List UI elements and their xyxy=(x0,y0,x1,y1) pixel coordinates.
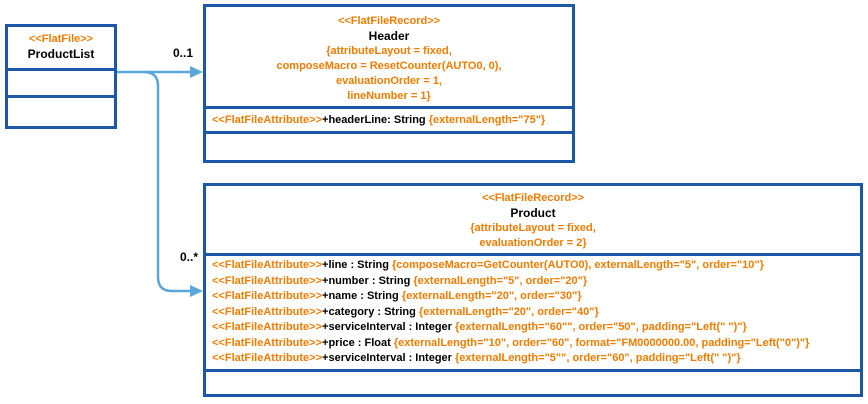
attribute-signature: +category : String xyxy=(322,305,419,318)
multiplicity-product-label: 0..* xyxy=(179,250,198,264)
attribute-properties: {externalLength="60"", order="50", paddi… xyxy=(455,321,747,333)
constraint-line: lineNumber = 1} xyxy=(347,90,431,102)
attribute-signature: +name : String xyxy=(322,290,402,302)
product-title-compartment: <<FlatFileRecord>> Product {attributeLay… xyxy=(206,186,860,253)
productlist-title-compartment: <<FlatFile>> ProductList xyxy=(8,27,114,68)
header-constraints: {attributeLayout = fixed, composeMacro =… xyxy=(206,44,572,104)
attribute-properties: {externalLength="20", order="40"} xyxy=(418,305,599,318)
attribute-properties: {externalLength="10", order="60", format… xyxy=(393,336,810,349)
header-name: Header xyxy=(368,29,410,43)
productlist-attributes-compartment xyxy=(8,68,114,95)
attribute-stereotype: <<FlatFileAttribute>> xyxy=(212,352,323,364)
header-record-box[interactable]: <<FlatFileRecord>> Header {attributeLayo… xyxy=(203,4,575,163)
product-operations-compartment xyxy=(206,369,860,394)
header-operations-compartment xyxy=(206,131,572,160)
attribute-row: <<FlatFileAttribute>>+serviceInterval : … xyxy=(206,351,860,367)
product-constraints: {attributeLayout = fixed, evaluationOrde… xyxy=(206,221,860,251)
constraint-line: evaluationOrder = 2} xyxy=(479,237,587,249)
attribute-stereotype: <<FlatFileAttribute>> xyxy=(212,290,323,302)
attribute-signature: +price : Float xyxy=(322,336,394,349)
attribute-signature: +headerLine: String xyxy=(322,114,429,126)
attribute-row: <<FlatFileAttribute>>+category : String … xyxy=(206,305,860,321)
attribute-signature: +line : String xyxy=(322,259,393,271)
constraint-line: {attributeLayout = fixed, xyxy=(470,222,596,234)
connector-productlist-to-header[interactable] xyxy=(117,66,203,78)
productlist-operations-compartment xyxy=(8,95,114,126)
arrowhead-product-icon xyxy=(190,285,203,297)
attribute-stereotype: <<FlatFileAttribute>> xyxy=(212,114,323,126)
attribute-properties: {externalLength="20", order="30"} xyxy=(401,290,582,302)
attribute-stereotype: <<FlatFileAttribute>> xyxy=(212,305,323,318)
header-title-compartment: <<FlatFileRecord>> Header {attributeLayo… xyxy=(206,7,572,106)
attribute-signature: +serviceInterval : Integer xyxy=(322,352,456,364)
attribute-properties: {externalLength="5", order="20"} xyxy=(413,274,588,287)
productlist-stereotype: <<FlatFile>> xyxy=(28,33,94,45)
attribute-row: <<FlatFileAttribute>>+headerLine: String… xyxy=(206,112,572,128)
product-attributes-compartment: <<FlatFileAttribute>>+line : String {com… xyxy=(206,253,860,369)
connector-productlist-to-product[interactable] xyxy=(143,70,203,297)
attribute-row: <<FlatFileAttribute>>+line : String {com… xyxy=(206,258,860,274)
attribute-stereotype: <<FlatFileAttribute>> xyxy=(212,259,323,271)
product-stereotype: <<FlatFileRecord>> xyxy=(481,192,585,204)
constraint-line: composeMacro = ResetCounter(AUTO0, 0), xyxy=(276,60,502,72)
arrowhead-header-icon xyxy=(190,66,203,78)
multiplicity-header-label: 0..1 xyxy=(172,46,193,60)
constraint-line: {attributeLayout = fixed, xyxy=(326,45,452,57)
attribute-signature: +number : String xyxy=(322,274,414,287)
attribute-row: <<FlatFileAttribute>>+name : String {ext… xyxy=(206,289,860,305)
header-attributes-compartment: <<FlatFileAttribute>>+headerLine: String… xyxy=(206,106,572,131)
attribute-stereotype: <<FlatFileAttribute>> xyxy=(212,336,323,349)
attribute-properties: {externalLength="75"} xyxy=(428,114,546,126)
header-stereotype: <<FlatFileRecord>> xyxy=(337,15,441,27)
attribute-signature: +serviceInterval : Integer xyxy=(322,321,456,333)
attribute-row: <<FlatFileAttribute>>+serviceInterval : … xyxy=(206,320,860,336)
attribute-properties: {externalLength="5"", order="60", paddin… xyxy=(455,352,741,364)
product-name: Product xyxy=(510,206,556,220)
attribute-row: <<FlatFileAttribute>>+number : String {e… xyxy=(206,274,860,290)
flatfile-productlist-box[interactable]: <<FlatFile>> ProductList xyxy=(5,24,117,129)
attribute-stereotype: <<FlatFileAttribute>> xyxy=(212,321,323,333)
product-record-box[interactable]: <<FlatFileRecord>> Product {attributeLay… xyxy=(203,183,863,397)
constraint-line: evaluationOrder = 1, xyxy=(335,75,443,87)
attribute-properties: {composeMacro=GetCounter(AUTO0), externa… xyxy=(392,259,764,271)
attribute-row: <<FlatFileAttribute>>+price : Float {ext… xyxy=(206,336,860,352)
attribute-stereotype: <<FlatFileAttribute>> xyxy=(212,274,323,287)
productlist-name: ProductList xyxy=(27,47,95,61)
